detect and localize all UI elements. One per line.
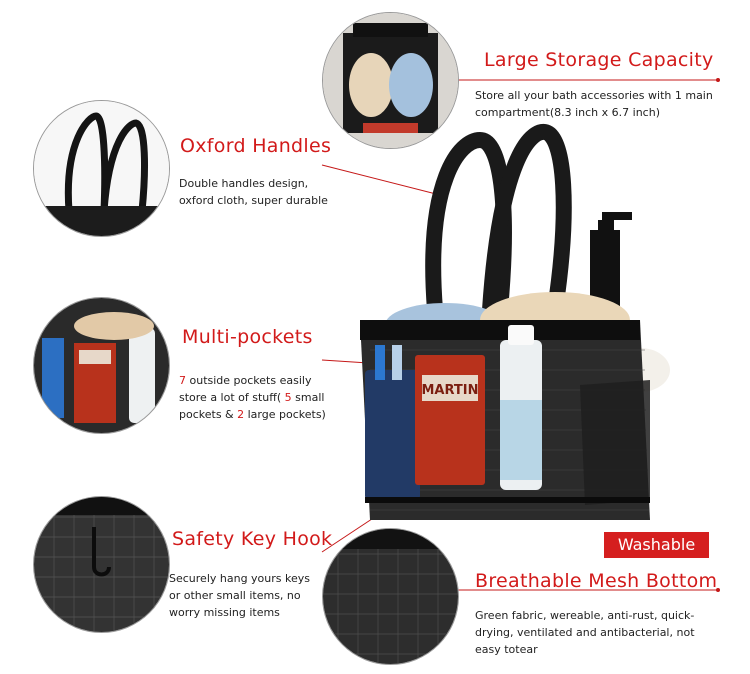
pockets-detail-image: [33, 297, 170, 434]
storage-detail-image: [322, 12, 459, 149]
shower-caddy-bag: MARTIN: [340, 120, 680, 540]
mesh-title: Breathable Mesh Bottom: [475, 570, 718, 592]
storage-title: Large Storage Capacity: [484, 49, 714, 71]
handles-desc: Double handles design, oxford cloth, sup…: [179, 177, 328, 207]
tube-brand-label: MARTIN: [421, 383, 478, 398]
handles-detail-image: [33, 100, 170, 237]
mesh-desc: Green fabric, wereable, anti-rust, quick…: [475, 609, 695, 656]
pockets-desc-c: large pockets): [244, 408, 326, 421]
pockets-desc: 7 outside pockets easily store a lot of …: [179, 372, 339, 423]
key-hook-detail-image: [33, 496, 170, 633]
washable-badge: Washable: [604, 532, 709, 558]
pockets-outside-count: 7: [179, 374, 186, 387]
pockets-small-count: 5: [284, 391, 292, 404]
hook-title: Safety Key Hook: [172, 528, 333, 550]
handles-title: Oxford Handles: [180, 135, 332, 157]
storage-desc: Store all your bath accessories with 1 m…: [475, 89, 713, 119]
pockets-desc-a: outside pockets easily store a lot of st…: [179, 374, 312, 404]
mesh-bottom-detail-image: [322, 528, 459, 665]
hook-desc: Securely hang yours keys or other small …: [169, 572, 310, 619]
pockets-desc-b: small pockets &: [179, 391, 325, 421]
pockets-large-count: 2: [237, 408, 245, 421]
pockets-title: Multi-pockets: [182, 326, 313, 348]
